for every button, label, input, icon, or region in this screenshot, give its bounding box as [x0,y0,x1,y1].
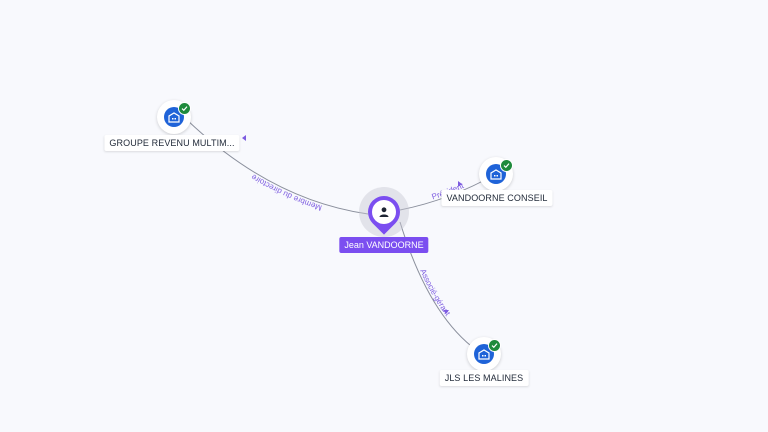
company-node-vandoorne-conseil[interactable] [479,157,513,191]
person-label[interactable]: Jean VANDOORNE [339,237,429,253]
company-label-1[interactable]: VANDOORNE CONSEIL [441,190,553,206]
arrow-marker-2 [443,310,449,314]
company-label-0[interactable]: GROUPE REVENU MULTIM... [104,135,240,151]
verified-check-icon [178,102,191,115]
arrow-marker-0 [242,135,246,141]
person-icon [372,200,396,224]
company-label-2[interactable]: JLS LES MALINES [439,370,529,386]
verified-check-icon [500,159,513,172]
edge-line-0 [184,117,369,215]
relation-label-0: Membre du directoire [249,172,323,212]
arrow-marker-1 [458,181,462,187]
verified-check-icon [488,339,501,352]
person-node-jean-vandoorne[interactable] [359,187,409,237]
company-node-groupe-revenu[interactable] [157,100,191,134]
company-node-jls-les-malines[interactable] [467,337,501,371]
